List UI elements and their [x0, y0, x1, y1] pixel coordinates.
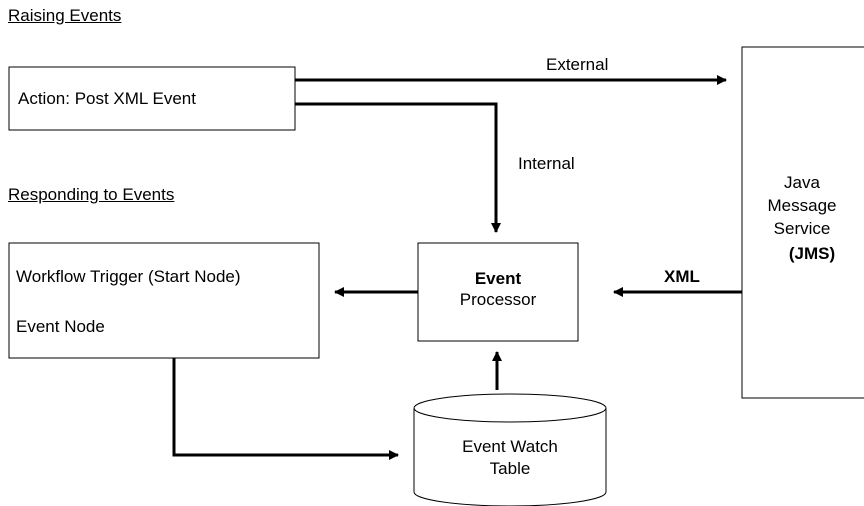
workflow-trigger-label: Workflow Trigger (Start Node): [16, 267, 241, 286]
internal-edge-label: Internal: [518, 154, 575, 173]
event-node-label: Event Node: [16, 317, 105, 336]
action-box-label: Action: Post XML Event: [18, 89, 196, 108]
event-watch-table-line1: Event Watch: [462, 437, 558, 456]
section-responding-events: Responding to Events: [8, 185, 175, 204]
jms-label-line3: Service: [773, 219, 831, 238]
internal-arrow: [295, 102, 501, 233]
jms-box: [741, 46, 864, 399]
event-watch-table-cylinder: [413, 393, 607, 506]
section-raising-events: Raising Events: [8, 6, 122, 25]
jms-label-line2: Message: [767, 196, 837, 215]
jms-label-line1: Java: [784, 173, 820, 192]
event-processor-subtitle: Processor: [459, 290, 537, 309]
event-watch-table-line2: Table: [489, 459, 531, 478]
event-node-to-table-arrow: [172, 358, 399, 460]
xml-edge-label: XML: [664, 267, 700, 286]
jms-label-line4: (JMS): [788, 244, 836, 263]
action-box: [8, 66, 296, 131]
workflow-box: [8, 242, 320, 359]
external-edge-label: External: [546, 55, 609, 74]
event-processor-box: [417, 242, 579, 342]
event-processor-title: Event: [474, 269, 522, 288]
